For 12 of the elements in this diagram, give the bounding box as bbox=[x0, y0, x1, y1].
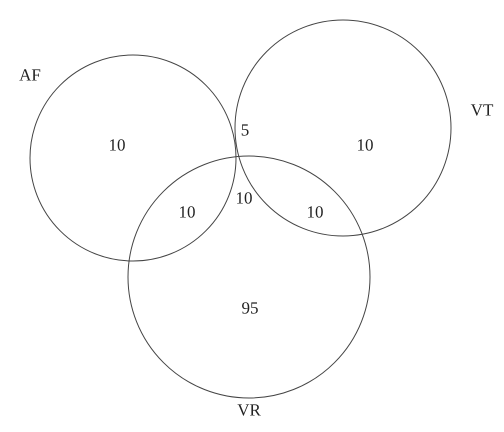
count-label: 10 bbox=[306, 204, 324, 220]
count-label: 10 bbox=[356, 136, 374, 154]
circle-outline bbox=[128, 156, 370, 398]
count-label: 95 bbox=[242, 300, 258, 316]
count-label: 10 bbox=[108, 136, 126, 154]
count-label: 5 bbox=[240, 122, 250, 138]
set-label: VR bbox=[237, 402, 261, 418]
count-label: 10 bbox=[178, 204, 196, 220]
count-label: 10 bbox=[236, 190, 252, 206]
set-label: VT bbox=[470, 102, 494, 118]
circle-outline bbox=[234, 20, 452, 236]
set-label: AF bbox=[19, 66, 41, 84]
